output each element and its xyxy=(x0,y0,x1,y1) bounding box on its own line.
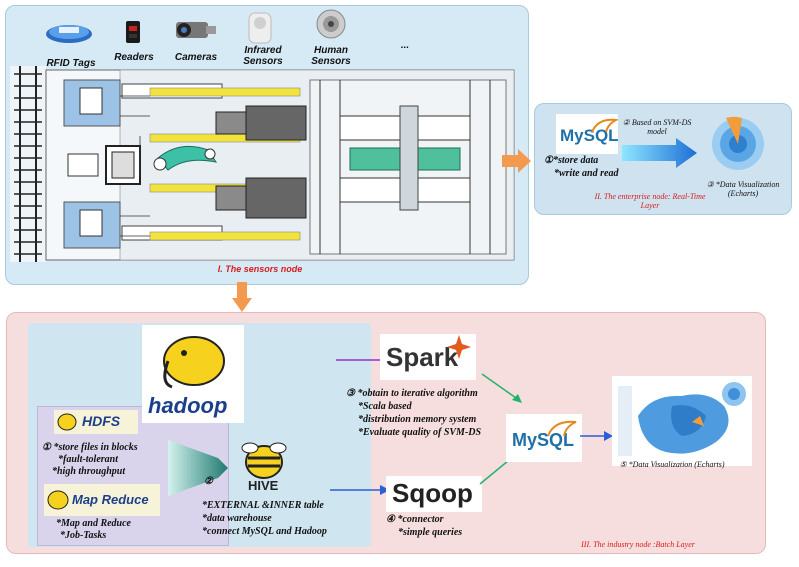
sunburst-chart-thumbnail xyxy=(712,116,764,170)
infrared-sensor-icon xyxy=(248,12,272,44)
sqoop-logo: Sqoop xyxy=(386,476,482,512)
spark-item-1: *Scala based xyxy=(358,401,412,412)
hive-item-0: ② xyxy=(204,476,213,487)
china-map-visualization xyxy=(612,376,752,466)
spark-item-0: ③ *obtain to iterative algorithm xyxy=(346,388,478,399)
factory-floor-diagram xyxy=(10,66,515,262)
orange-arrow-right xyxy=(502,149,531,173)
hive-bee-icon xyxy=(241,442,287,479)
enterprise-step2: ② Based on SVM-DS model xyxy=(622,118,692,136)
reader-icon xyxy=(126,21,140,43)
cameras-label: Cameras xyxy=(174,52,218,63)
blue-arrow-to-sqoop xyxy=(330,485,390,495)
spark-star-icon xyxy=(447,335,471,359)
rfid-tags-label: RFID Tags xyxy=(46,58,96,69)
human-sensor-icon xyxy=(316,9,346,39)
spark-item-2: *distribution memory system xyxy=(358,414,477,425)
industry-node-title: III. The industry node :Batch Layer xyxy=(581,540,695,549)
more-sensors-label: ... xyxy=(400,40,410,51)
elephant-icon xyxy=(163,336,225,389)
enterprise-step1b: *write and read xyxy=(554,168,619,179)
rfid-tag-icon xyxy=(46,25,92,43)
hive-item-2: *data warehouse xyxy=(202,513,272,524)
hdfs-item-2: *fault-tolerant xyxy=(58,454,119,465)
sensors-node-title: I. The sensors node xyxy=(217,264,303,274)
enterprise-node-title: II. The enterprise node: Real-Time Layer xyxy=(594,192,706,210)
human-sensors-label: Human Sensors xyxy=(311,45,351,67)
green-arrow-from-spark xyxy=(481,373,522,403)
dolphin-icon xyxy=(591,118,618,133)
industry-dolphin-icon xyxy=(547,420,577,437)
hdfs-item-3: *high throughput xyxy=(52,466,126,477)
sqoop-item-0: ④ *connector xyxy=(386,514,444,525)
spark-item-3: *Evaluate quality of SVM-DS xyxy=(358,427,482,438)
hive-item-3: *connect MySQL and Hadoop xyxy=(202,526,327,537)
mapreduce-logo: Map Reduce xyxy=(44,484,160,516)
enterprise-step3: ③ *Data Visualization (Echarts) xyxy=(706,180,780,198)
enterprise-step1: ①*store data xyxy=(544,155,599,166)
enterprise-mysql-logo: MySQL xyxy=(556,114,619,154)
hive-item-1: *EXTERNAL &INNER table xyxy=(202,500,324,511)
industry-mysql-logo: MySQL xyxy=(506,414,582,462)
orange-arrow-down xyxy=(232,282,252,312)
hdfs-elephant-icon xyxy=(57,413,77,431)
hive-logo: HIVE xyxy=(234,438,294,496)
camera-icon xyxy=(176,22,216,38)
sqoop-item-1: *simple queries xyxy=(398,527,463,538)
teal-wedge-arrow xyxy=(168,440,228,496)
map-chart-thumbnail xyxy=(612,376,752,466)
industry-viz-caption: ⑤ *Data Visualization (Echarts) xyxy=(619,460,725,469)
blue-arrow-right xyxy=(622,138,697,168)
spark-logo: Spark xyxy=(380,334,476,380)
mapreduce-item-1: *Map and Reduce xyxy=(56,518,131,529)
mapreduce-item-2: *Job-Tasks xyxy=(60,530,107,541)
blue-arrow-to-map xyxy=(580,431,613,441)
hdfs-item-1: ① *store files in blocks xyxy=(42,442,138,453)
hdfs-logo: HDFS xyxy=(54,410,138,434)
mapreduce-elephant-icon xyxy=(47,490,69,510)
readers-label: Readers xyxy=(114,52,154,63)
infrared-sensors-label: Infrared Sensors xyxy=(243,45,283,67)
hadoop-logo: hadoop xyxy=(142,325,244,423)
